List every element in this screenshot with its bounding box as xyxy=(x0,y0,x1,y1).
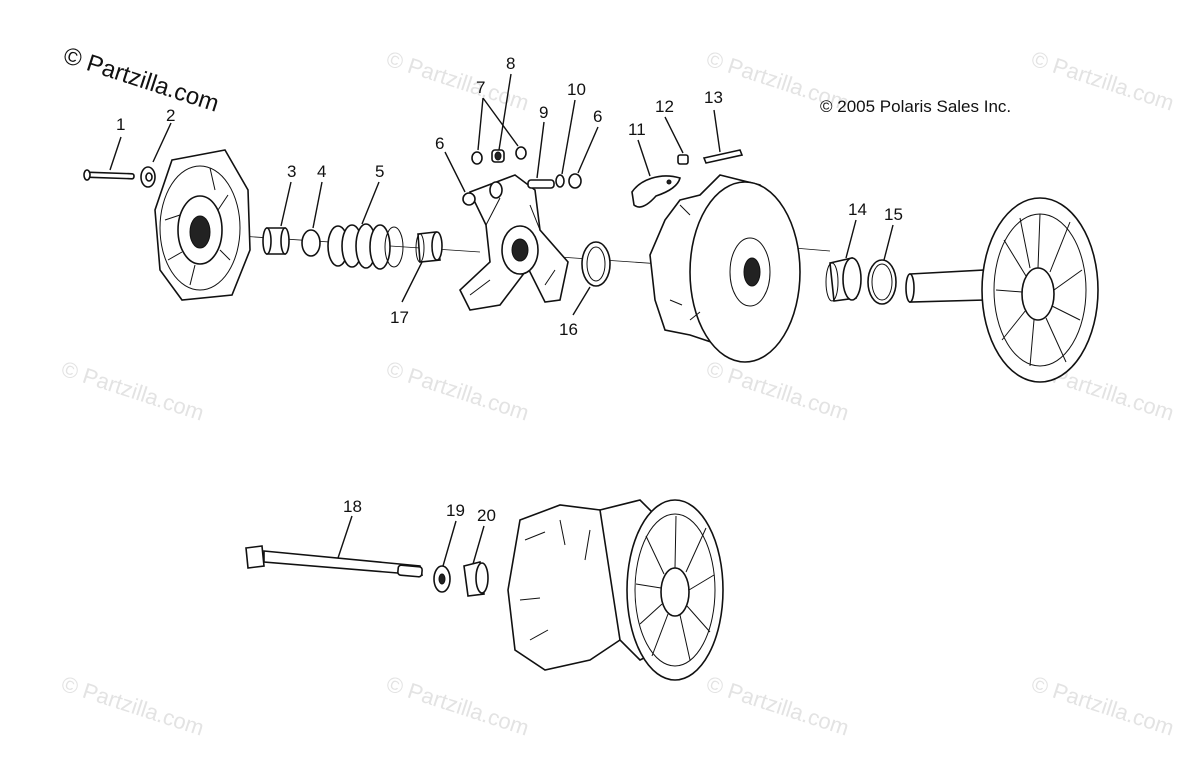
part-18-bolt xyxy=(245,545,424,578)
part-9-pin xyxy=(527,179,555,189)
watermark-text: © Partzilla.com xyxy=(383,671,532,741)
callout-14: 14 xyxy=(848,200,867,219)
part-11-weight xyxy=(631,175,681,208)
callout-6-right: 6 xyxy=(593,107,602,126)
part-17-bushing xyxy=(415,231,443,263)
watermark-text: © Partzilla.com xyxy=(383,356,532,426)
watermark-text: © Partzilla.com xyxy=(58,671,207,741)
callout-16: 16 xyxy=(559,320,578,339)
part-5-spring xyxy=(327,223,404,270)
callout-1: 1 xyxy=(116,115,125,134)
part-12-setscrew xyxy=(677,154,689,165)
part-19-washer xyxy=(433,565,451,593)
callout-2: 2 xyxy=(166,106,175,125)
part-20-bushing xyxy=(463,561,489,597)
part-16-ring xyxy=(581,241,611,287)
callout-11: 11 xyxy=(628,120,646,139)
callout-8: 8 xyxy=(506,54,515,73)
watermark-text: © Partzilla.com xyxy=(703,356,852,426)
part-13-pin xyxy=(702,149,744,164)
partzilla-watermark: © Partzilla.com xyxy=(60,42,222,118)
callout-12: 12 xyxy=(655,97,674,116)
part-7-washers xyxy=(471,146,527,165)
watermark-text: © Partzilla.com xyxy=(703,671,852,741)
part-6-roller xyxy=(462,192,476,206)
part-6-roller-right xyxy=(568,173,582,189)
spider xyxy=(459,174,569,311)
callout-5: 5 xyxy=(375,162,384,181)
part-2-washer xyxy=(140,166,156,188)
callout-9: 9 xyxy=(539,103,548,122)
callout-labels: 1 2 3 4 5 6 7 8 9 10 6 11 12 13 14 15 16… xyxy=(116,54,903,525)
callout-4: 4 xyxy=(317,162,326,181)
copyright-notice: © 2005 Polaris Sales Inc. xyxy=(820,97,1011,116)
callout-6: 6 xyxy=(435,134,444,153)
callout-7: 7 xyxy=(476,78,485,97)
part-14-bushing xyxy=(825,257,862,302)
part-4-ring xyxy=(301,229,321,257)
callout-3: 3 xyxy=(287,162,296,181)
fixed-sheave xyxy=(905,197,1099,383)
watermark-text: © Partzilla.com xyxy=(58,356,207,426)
leader-lines xyxy=(109,73,894,567)
part-1-bolt xyxy=(83,169,135,181)
callout-13: 13 xyxy=(704,88,723,107)
moveable-sheave xyxy=(649,174,801,363)
part-15-ring xyxy=(867,259,897,305)
part-8-roller xyxy=(491,149,505,163)
part-3-bushing xyxy=(262,227,290,255)
assembled-clutch xyxy=(507,499,724,681)
callout-17: 17 xyxy=(390,308,409,327)
callout-20: 20 xyxy=(477,506,496,525)
callout-18: 18 xyxy=(343,497,362,516)
callout-15: 15 xyxy=(884,205,903,224)
part-10-washer xyxy=(555,174,565,188)
callout-10: 10 xyxy=(567,80,586,99)
watermark-text: © Partzilla.com xyxy=(1028,46,1177,116)
callout-19: 19 xyxy=(446,501,465,520)
watermark-text: © Partzilla.com xyxy=(1028,671,1177,741)
cover-plate xyxy=(154,149,251,301)
